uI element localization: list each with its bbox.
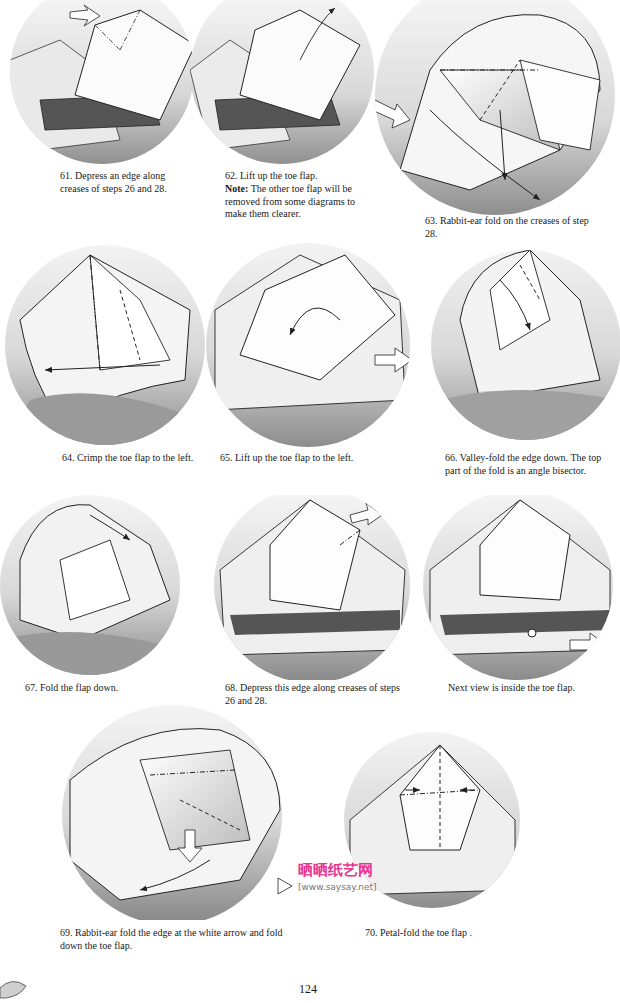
- step-caption: 67. Fold the flap down.: [25, 682, 185, 695]
- step-caption: [www.saysay.net]: [298, 881, 418, 893]
- caption-text: 68. Depress this edge along creases of s…: [225, 682, 400, 706]
- step-caption: Note: The other toe flap will be removed…: [225, 183, 375, 221]
- caption-text: 70. Petal-fold the toe flap .: [365, 927, 472, 938]
- step-caption: 66. Valley-fold the edge down. The top p…: [445, 452, 615, 477]
- step-caption: 70. Petal-fold the toe flap .: [365, 927, 535, 940]
- caption-text: 66. Valley-fold the edge down. The top p…: [445, 452, 601, 476]
- step-caption: Next view is inside the toe flap.: [448, 682, 613, 695]
- step-caption: 61. Depress an edge along creases of ste…: [60, 170, 195, 195]
- caption-text: 63. Rabbit-ear fold on the creases of st…: [425, 215, 589, 239]
- caption-text: 64. Crimp the toe flap to the left.: [62, 452, 193, 463]
- next-view-figure: [420, 495, 620, 680]
- caption-text: 67. Fold the flap down.: [25, 682, 118, 693]
- step-63-figure: [370, 0, 620, 220]
- step-caption: 63. Rabbit-ear fold on the creases of st…: [425, 215, 600, 240]
- corner-icon: [0, 981, 26, 998]
- watermark: 晒晒纸艺网: [298, 861, 373, 879]
- step-caption: 69. Rabbit-ear fold the edge at the whit…: [60, 927, 290, 952]
- step-caption: 62. Lift up the toe flap.: [225, 170, 375, 183]
- step-65-figure: [200, 240, 415, 450]
- caption-text: 69. Rabbit-ear fold the edge at the whit…: [60, 927, 282, 951]
- step-62-figure: [180, 0, 380, 170]
- caption-text: Note:: [225, 183, 248, 194]
- step-caption: 65. Lift up the toe flap to the left.: [220, 452, 415, 465]
- step-caption: 68. Depress this edge along creases of s…: [225, 682, 400, 707]
- step-69-figure: [55, 705, 295, 920]
- caption-text: Next view is inside the toe flap.: [448, 682, 575, 693]
- watermark-url: [www.saysay.net]: [298, 882, 377, 892]
- step-caption: 晒晒纸艺网: [298, 861, 408, 879]
- caption-text: 62. Lift up the toe flap.: [225, 170, 317, 181]
- caption-text: 65. Lift up the toe flap to the left.: [220, 452, 353, 463]
- caption-text: 61. Depress an edge along creases of ste…: [60, 170, 167, 194]
- step-64-figure: [0, 240, 210, 450]
- step-61-figure: [0, 0, 200, 170]
- hollow-arrow: [278, 878, 292, 894]
- step-67-figure: [0, 495, 185, 680]
- step-68-figure: [210, 495, 420, 680]
- step-caption: 64. Crimp the toe flap to the left.: [62, 452, 237, 465]
- step-caption: 124: [299, 982, 339, 997]
- step-66-figure: [430, 240, 620, 450]
- page-number: 124: [299, 982, 317, 996]
